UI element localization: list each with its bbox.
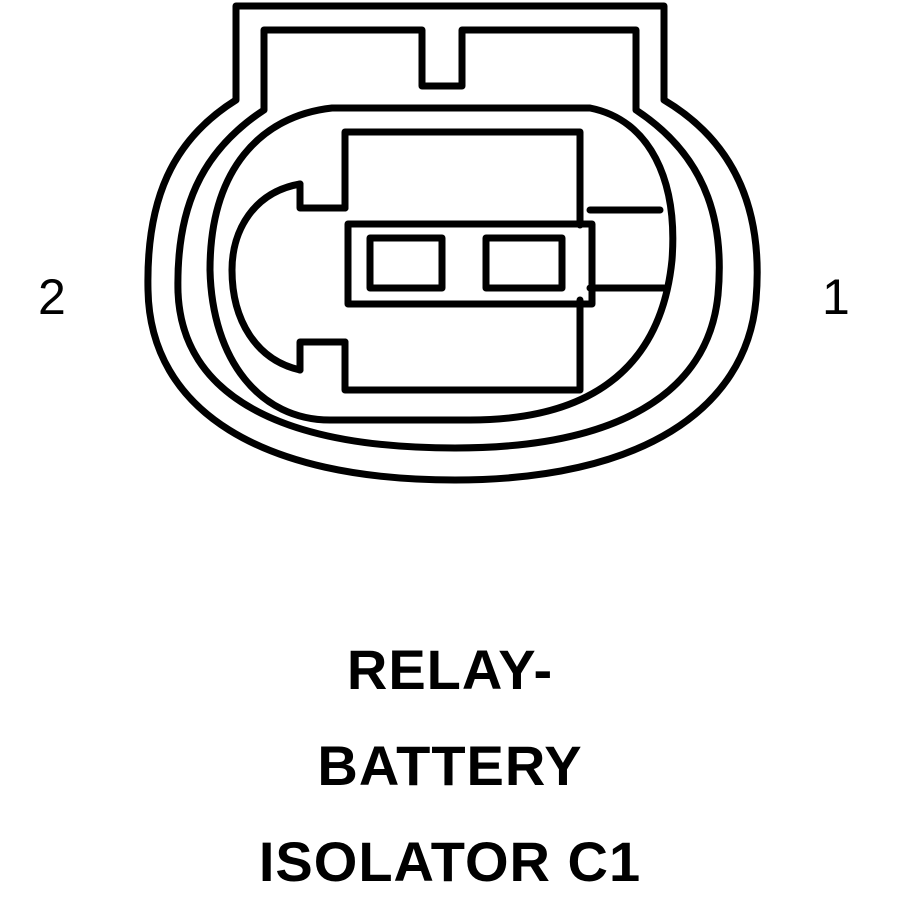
connector-title-line-3: ISOLATOR C1 xyxy=(258,830,642,893)
pin-label-1: 1 xyxy=(822,269,850,325)
connector-title-line-1: RELAY- xyxy=(346,638,554,701)
pin-label-2: 2 xyxy=(38,269,66,325)
terminal-rib-right xyxy=(586,206,668,292)
pin-cavity-2 xyxy=(366,234,446,292)
connector-outer-shell xyxy=(144,2,761,484)
connector-cavity-rim xyxy=(206,104,677,424)
terminal-pin-plate xyxy=(344,220,596,308)
terminal-latch-left-notch xyxy=(296,180,349,374)
pin-cavity-1 xyxy=(482,234,566,292)
terminal-body xyxy=(341,128,584,394)
connector-title-line-2: BATTERY xyxy=(317,734,583,797)
terminal-latch-left xyxy=(228,180,304,374)
connector-inner-shell xyxy=(174,26,723,452)
connector-face-diagram xyxy=(144,2,761,484)
